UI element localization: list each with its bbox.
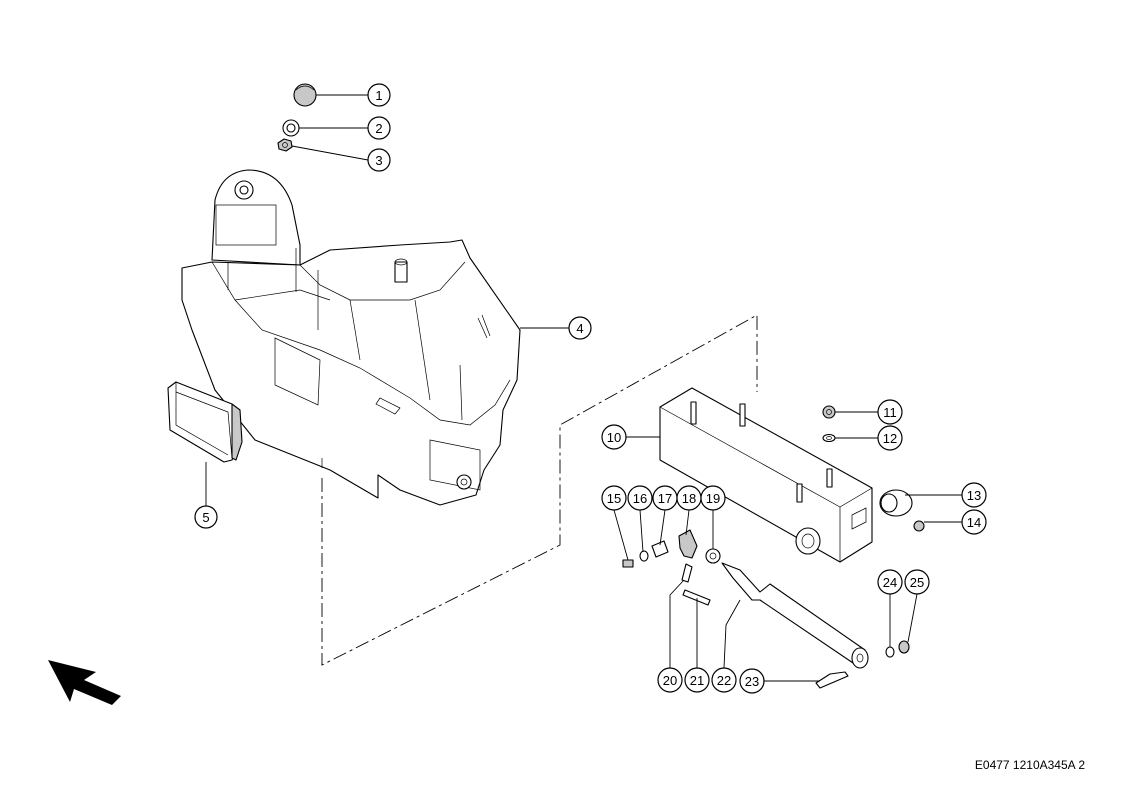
- callout-14: 14: [961, 509, 987, 535]
- callout-16: 16: [627, 485, 653, 511]
- callout-4: 4: [568, 316, 592, 340]
- callout-13: 13: [961, 482, 987, 508]
- svg-text:10: 10: [607, 430, 621, 445]
- svg-text:16: 16: [633, 491, 647, 506]
- svg-text:20: 20: [663, 673, 677, 688]
- part-washer-24: [885, 646, 895, 658]
- callout-23: 23: [739, 668, 765, 694]
- part-block: [167, 381, 243, 463]
- part-washer-12: [822, 433, 836, 443]
- svg-text:15: 15: [607, 491, 621, 506]
- callout-11: 11: [877, 399, 903, 425]
- callout-2: 2: [367, 116, 391, 140]
- svg-text:25: 25: [910, 575, 924, 590]
- callout-17: 17: [652, 485, 678, 511]
- part-collar-13: [879, 489, 913, 517]
- part-bar: [659, 387, 873, 563]
- part-bushing-19: [705, 548, 721, 564]
- callout-1: 1: [367, 83, 391, 107]
- callout-15: 15: [601, 485, 627, 511]
- part-roller-22: [721, 562, 869, 669]
- assembly-frame-line: [321, 314, 758, 666]
- callout-22: 22: [711, 667, 737, 693]
- svg-text:17: 17: [658, 491, 672, 506]
- svg-text:4: 4: [576, 321, 583, 336]
- part-washer-16: [639, 550, 649, 562]
- svg-text:23: 23: [745, 674, 759, 689]
- svg-text:1: 1: [375, 88, 382, 103]
- part-screw-15: [622, 559, 634, 568]
- part-cap: [293, 83, 317, 107]
- part-nut-25: [898, 640, 910, 654]
- svg-text:2: 2: [375, 121, 382, 136]
- svg-text:5: 5: [202, 510, 209, 525]
- arrow-up-left-icon: [48, 660, 121, 705]
- svg-text:22: 22: [717, 673, 731, 688]
- svg-text:24: 24: [883, 575, 897, 590]
- svg-text:14: 14: [967, 515, 981, 530]
- svg-text:3: 3: [375, 153, 382, 168]
- svg-text:21: 21: [690, 673, 704, 688]
- callout-24: 24: [877, 569, 903, 595]
- callout-19: 19: [700, 485, 726, 511]
- part-nut-3: [277, 138, 293, 152]
- callout-3: 3: [367, 148, 391, 172]
- svg-text:18: 18: [682, 491, 696, 506]
- svg-text:19: 19: [706, 491, 720, 506]
- callout-25: 25: [904, 569, 930, 595]
- leader-lines: [205, 94, 962, 682]
- svg-text:11: 11: [883, 405, 897, 420]
- part-bracket-18: [678, 529, 698, 559]
- svg-text:12: 12: [883, 431, 897, 446]
- drawing-reference-code: E0477 1210A345A 2: [974, 758, 1085, 772]
- part-pin-21: [682, 589, 711, 606]
- svg-text:13: 13: [967, 488, 981, 503]
- callout-10: 10: [601, 424, 627, 450]
- part-nut-11: [822, 405, 836, 419]
- callout-5: 5: [194, 505, 218, 529]
- part-screw-23: [815, 671, 849, 689]
- callout-21: 21: [684, 667, 710, 693]
- callout-20: 20: [657, 667, 683, 693]
- callout-18: 18: [676, 485, 702, 511]
- part-setscrew-14: [913, 520, 925, 532]
- callout-12: 12: [877, 425, 903, 451]
- part-housing: [181, 169, 521, 506]
- part-pin-20: [681, 563, 693, 583]
- part-washer-2: [282, 119, 300, 137]
